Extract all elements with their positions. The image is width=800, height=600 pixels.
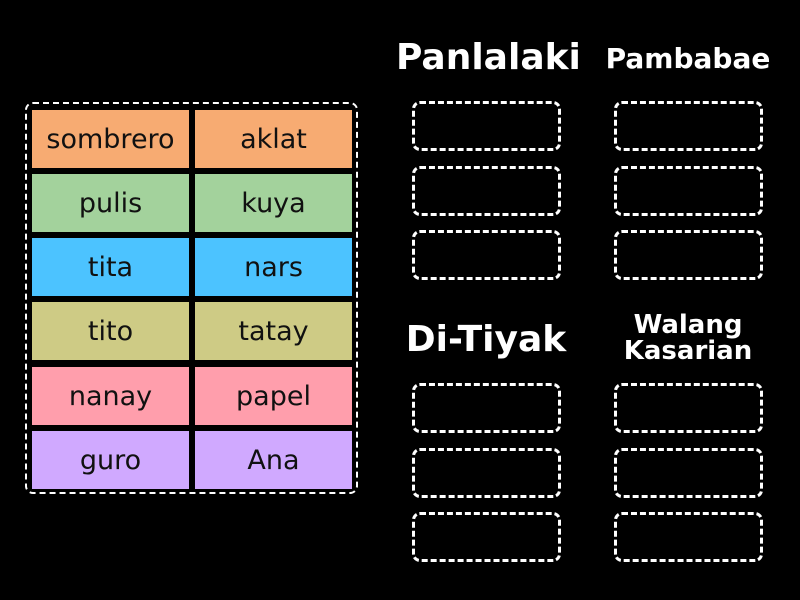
tile-aklat[interactable]: aklat	[195, 110, 352, 168]
dropzone-panlalaki-2[interactable]	[412, 166, 561, 216]
group-heading-line1: Walang	[633, 310, 743, 340]
tile-guro[interactable]: guro	[32, 431, 189, 489]
dropzone-walang-kasarian-2[interactable]	[614, 448, 763, 498]
group-heading-di-tiyak: Di-Tiyak	[405, 319, 567, 360]
dropzone-di-tiyak-1[interactable]	[412, 383, 561, 433]
dropzone-panlalaki-1[interactable]	[412, 101, 561, 151]
tile-kuya[interactable]: kuya	[195, 174, 352, 232]
tile-tatay[interactable]: tatay	[195, 302, 352, 360]
dropzone-walang-kasarian-3[interactable]	[614, 512, 763, 562]
tile-sombrero[interactable]: sombrero	[32, 110, 189, 168]
tile-tita[interactable]: tita	[32, 238, 189, 296]
tile-papel[interactable]: papel	[195, 367, 352, 425]
dropzone-pambabae-2[interactable]	[614, 166, 763, 216]
dropzone-di-tiyak-2[interactable]	[412, 448, 561, 498]
dropzone-pambabae-1[interactable]	[614, 101, 763, 151]
group-heading-walang-kasarian: Walang Kasarian	[598, 312, 778, 364]
tile-nars[interactable]: nars	[195, 238, 352, 296]
dropzone-pambabae-3[interactable]	[614, 230, 763, 280]
dropzone-di-tiyak-3[interactable]	[412, 512, 561, 562]
tile-nanay[interactable]: nanay	[32, 367, 189, 425]
tile-tray	[25, 102, 358, 494]
tile-tito[interactable]: tito	[32, 302, 189, 360]
group-heading-pambabae: Pambabae	[605, 42, 771, 75]
tile-ana[interactable]: Ana	[195, 431, 352, 489]
group-heading-panlalaki: Panlalaki	[396, 37, 581, 78]
dropzone-walang-kasarian-1[interactable]	[614, 383, 763, 433]
group-heading-line2: Kasarian	[623, 336, 753, 366]
dropzone-panlalaki-3[interactable]	[412, 230, 561, 280]
tile-pulis[interactable]: pulis	[32, 174, 189, 232]
